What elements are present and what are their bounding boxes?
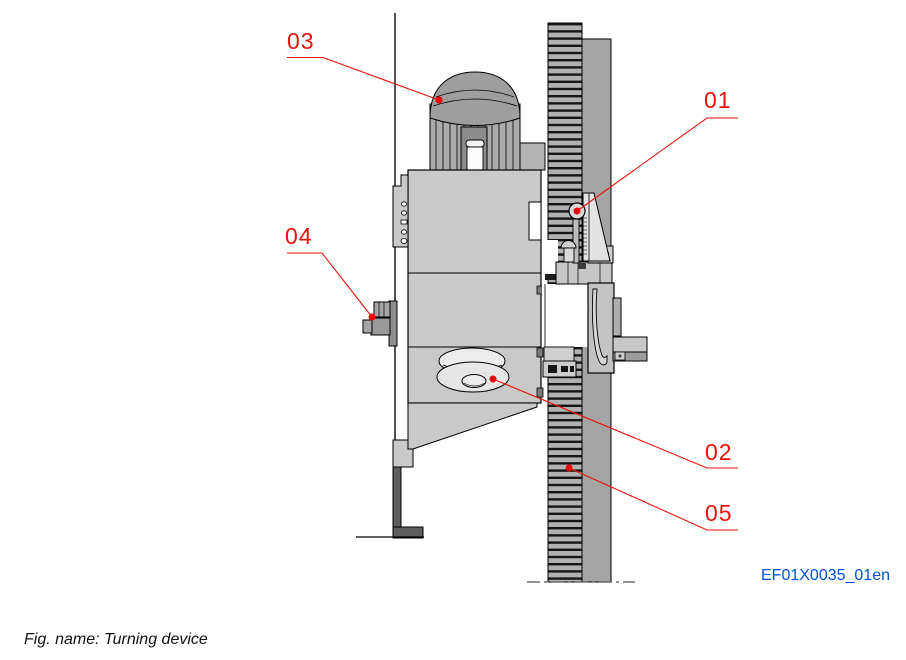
support-arm xyxy=(612,336,648,353)
hook-slot xyxy=(591,288,608,366)
guide-assembly xyxy=(542,192,648,378)
pulley xyxy=(436,347,510,393)
leader-line-02 xyxy=(492,378,738,469)
vent-holes xyxy=(400,201,408,244)
callout-label-01: 01 xyxy=(704,87,732,113)
edge-bolts xyxy=(536,285,544,398)
leader-line-01 xyxy=(576,117,738,212)
vent-strip xyxy=(392,174,409,248)
pulley-hub xyxy=(461,374,487,388)
leader-dot-05 xyxy=(565,464,573,472)
leader-dot-04 xyxy=(368,313,376,321)
callout-label-05: 05 xyxy=(705,500,733,526)
side-clamp xyxy=(362,300,398,347)
scale-ticks xyxy=(583,217,587,255)
base-foot xyxy=(356,439,424,539)
callout-label-04: 04 xyxy=(285,223,313,249)
callout-dots xyxy=(368,96,581,472)
leader-line-03 xyxy=(287,56,440,101)
figure-code: EF01X0035_01en xyxy=(761,567,890,584)
leader-line-05 xyxy=(568,467,738,531)
leader-line-04 xyxy=(287,252,373,318)
knob xyxy=(560,240,577,249)
callout-label-02: 02 xyxy=(705,439,733,465)
callout-label-03: 03 xyxy=(287,28,315,54)
callout-leaders xyxy=(287,56,738,531)
housing xyxy=(392,169,544,450)
housing-top-right-block xyxy=(519,142,546,171)
triangle-bracket xyxy=(582,192,611,262)
motor xyxy=(429,71,546,171)
leader-dot-01 xyxy=(573,207,581,215)
slide-block xyxy=(555,261,613,285)
leader-dot-02 xyxy=(489,375,497,383)
housing-notch xyxy=(528,201,542,241)
leader-dot-03 xyxy=(435,96,443,104)
motor-shaft xyxy=(466,146,484,171)
housing-sloped-bottom xyxy=(407,402,538,450)
figure-caption: Fig. name: Turning device xyxy=(24,631,208,648)
